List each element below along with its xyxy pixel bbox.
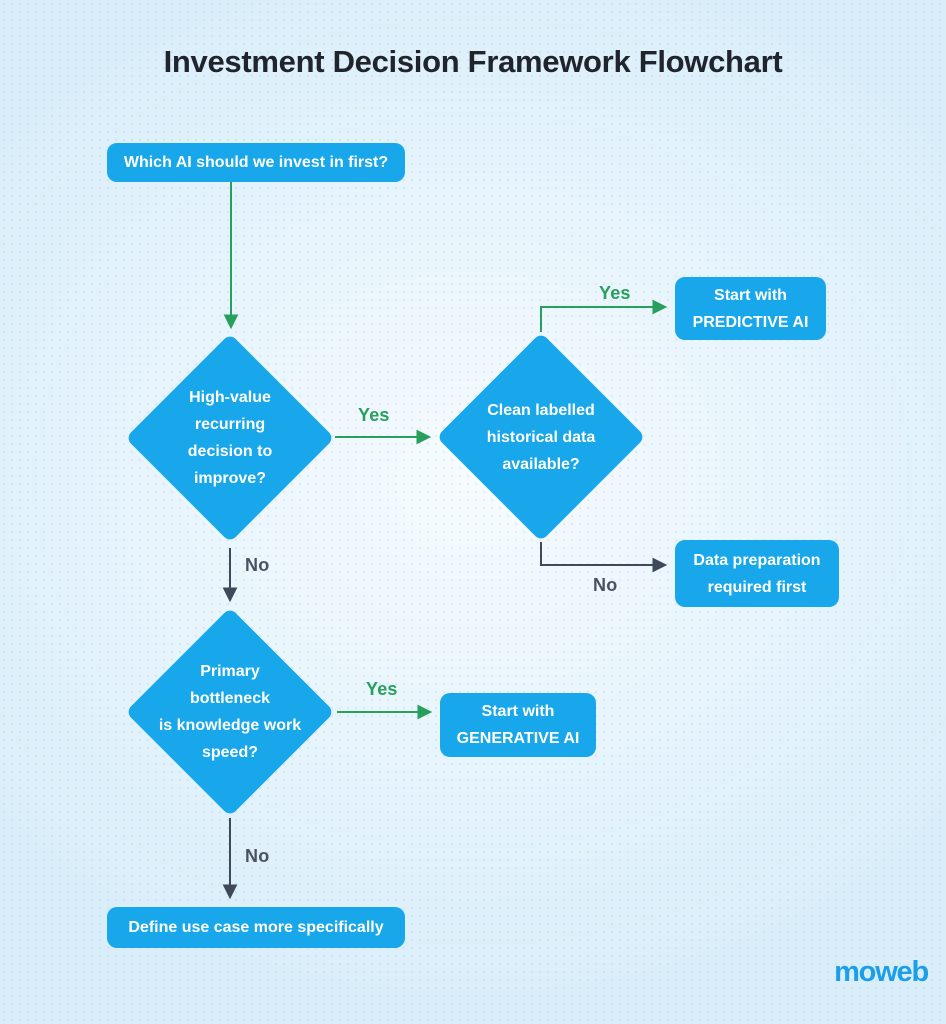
node-line: GENERATIVE AI — [456, 730, 580, 747]
edge-cleandata-yes-to-predictive — [540, 299, 668, 332]
node-line: required first — [707, 578, 807, 596]
edge-cleandata-no-to-dataprep — [540, 542, 668, 573]
decision-clean-data-diamond — [436, 332, 646, 542]
moweb-logo: moweb — [834, 956, 929, 988]
node-start-with-generative-ai: Start with GENERATIVE AI — [440, 693, 596, 757]
node-line: PREDICTIVE AI — [692, 313, 809, 331]
edge-label-yes: Yes — [599, 283, 631, 303]
node-data-preparation-required: Data preparation required first — [675, 540, 839, 607]
node-start-question: Which AI should we invest in first? — [107, 143, 405, 182]
edge-label-no: No — [245, 846, 270, 866]
page-title: Investment Decision Framework Flowchart — [163, 44, 783, 79]
node-line: Data preparation — [693, 551, 821, 569]
node-line: Start with — [481, 703, 555, 720]
node-define-use-case: Define use case more specifically — [107, 907, 405, 948]
edge-label-yes: Yes — [358, 405, 390, 425]
decision-high-value-diamond — [125, 333, 335, 543]
node-start-with-predictive-ai: Start with PREDICTIVE AI — [675, 277, 826, 340]
edge-label-yes: Yes — [366, 679, 398, 699]
decision-bottleneck-diamond — [125, 607, 335, 817]
edge-label-no: No — [593, 575, 618, 595]
edge-label-no: No — [245, 555, 270, 575]
node-line: Start with — [714, 286, 787, 304]
